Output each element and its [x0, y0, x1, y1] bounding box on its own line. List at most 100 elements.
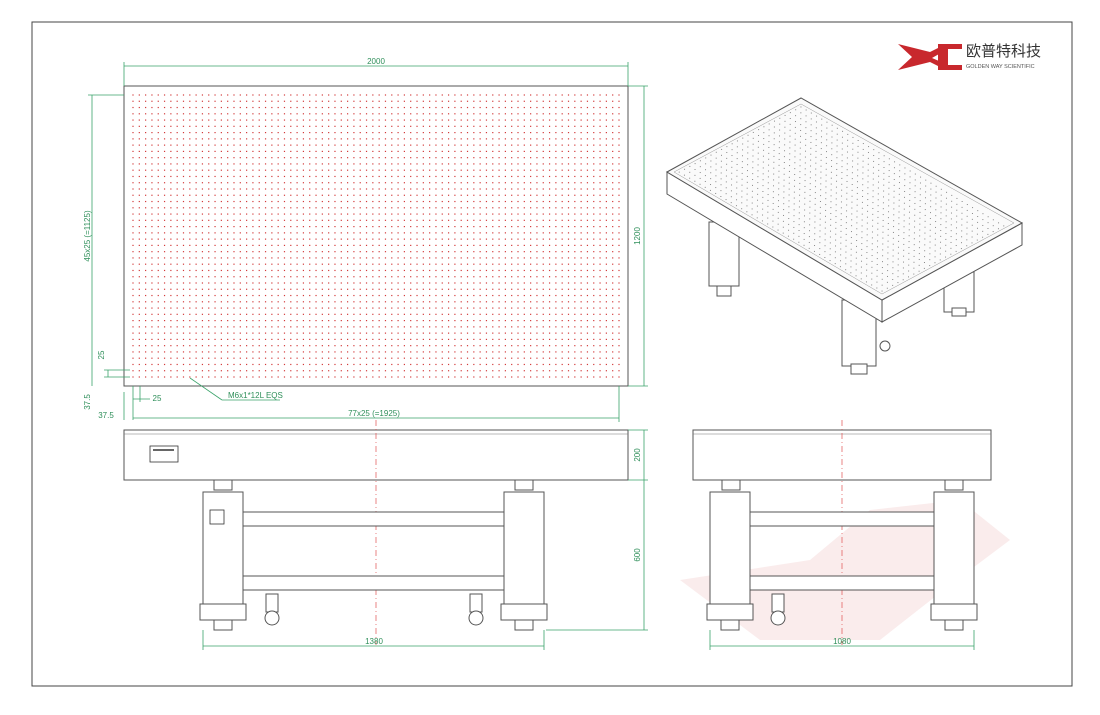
mounting-hole	[454, 138, 456, 140]
mounting-hole	[271, 238, 273, 240]
mounting-hole	[586, 313, 589, 315]
mounting-hole	[618, 301, 620, 303]
iso-mounting-hole	[820, 159, 822, 161]
mounting-hole	[530, 163, 532, 165]
iso-mounting-hole	[913, 261, 915, 263]
mounting-hole	[384, 338, 387, 340]
mounting-hole	[347, 232, 349, 234]
mounting-hole	[359, 282, 361, 284]
mounting-hole	[246, 163, 248, 165]
mounting-hole	[302, 357, 305, 359]
iso-mounting-hole	[831, 124, 833, 126]
iso-mounting-hole	[715, 181, 717, 183]
mounting-hole	[176, 288, 178, 290]
mounting-hole	[391, 163, 393, 165]
mounting-hole	[466, 125, 469, 127]
mounting-hole	[435, 175, 437, 178]
iso-mounting-hole	[840, 236, 842, 238]
iso-mounting-hole	[862, 143, 864, 145]
mounting-hole	[328, 226, 330, 228]
mounting-hole	[214, 276, 216, 278]
iso-mounting-hole	[840, 248, 842, 250]
iso-mounting-hole	[893, 202, 895, 204]
mounting-hole	[163, 150, 166, 152]
mounting-hole	[233, 345, 235, 347]
mounting-hole	[473, 345, 475, 347]
iso-mounting-hole	[773, 132, 775, 134]
iso-mounting-hole	[841, 160, 843, 162]
iso-mounting-hole	[804, 156, 806, 158]
mounting-hole	[466, 238, 469, 240]
iso-mounting-hole	[923, 267, 925, 269]
mounting-hole	[182, 288, 185, 290]
mounting-hole	[201, 357, 204, 359]
mounting-hole	[145, 213, 147, 215]
mounting-hole	[353, 169, 355, 171]
mounting-hole	[523, 257, 525, 259]
mounting-hole	[239, 288, 241, 290]
mounting-hole	[309, 232, 311, 234]
mounting-hole	[189, 200, 191, 203]
mounting-hole	[523, 251, 525, 253]
mounting-hole	[593, 132, 595, 134]
mounting-hole	[340, 320, 342, 322]
mounting-hole	[220, 169, 222, 171]
mounting-hole	[208, 313, 210, 315]
mounting-hole	[252, 320, 254, 322]
mounting-hole	[302, 288, 305, 290]
mounting-hole	[132, 345, 134, 347]
mounting-hole	[163, 257, 166, 259]
mounting-hole	[163, 332, 166, 334]
mounting-hole	[201, 376, 204, 378]
mounting-hole	[536, 345, 538, 347]
mounting-hole	[599, 357, 601, 359]
mounting-hole	[271, 232, 273, 234]
mounting-hole	[359, 313, 361, 315]
mounting-hole	[536, 357, 538, 359]
mounting-hole	[397, 150, 399, 152]
mounting-hole	[246, 150, 248, 152]
mounting-hole	[466, 213, 469, 215]
mounting-hole	[479, 338, 481, 340]
mounting-hole	[258, 313, 260, 315]
mounting-hole	[548, 132, 551, 134]
mounting-hole	[567, 175, 570, 178]
mounting-hole	[605, 207, 607, 209]
iso-mounting-hole	[834, 263, 836, 265]
iso-mounting-hole	[950, 230, 952, 232]
mounting-hole	[397, 175, 399, 178]
iso-mounting-hole	[887, 223, 889, 225]
iso-mounting-hole	[767, 182, 769, 184]
iso-mounting-hole	[867, 175, 869, 177]
mounting-hole	[397, 244, 399, 246]
mounting-hole	[586, 213, 589, 215]
mounting-hole	[239, 257, 241, 259]
mounting-hole	[163, 313, 166, 315]
mounting-hole	[403, 125, 405, 127]
mounting-hole	[163, 125, 166, 127]
mounting-hole	[157, 238, 159, 240]
mounting-hole	[315, 238, 317, 240]
mounting-hole	[220, 276, 222, 278]
mounting-hole	[328, 163, 330, 165]
mounting-hole	[605, 345, 607, 347]
iso-mounting-hole	[773, 126, 775, 128]
mounting-hole	[315, 219, 317, 221]
iso-mounting-hole	[751, 208, 753, 210]
mounting-hole	[548, 276, 551, 278]
mounting-hole	[479, 351, 481, 353]
mounting-hole	[523, 150, 525, 152]
mounting-hole	[447, 207, 450, 209]
mounting-hole	[498, 207, 500, 209]
iso-mounting-hole	[966, 215, 968, 217]
mounting-hole	[290, 307, 292, 309]
mounting-hole	[479, 144, 481, 146]
mounting-hole	[479, 232, 481, 234]
mounting-hole	[530, 251, 532, 253]
mounting-hole	[416, 100, 418, 102]
iso-mounting-hole	[924, 209, 926, 211]
mounting-hole	[170, 307, 172, 309]
mounting-hole	[239, 188, 241, 190]
iso-mounting-hole	[751, 196, 753, 198]
mounting-hole	[479, 213, 481, 215]
